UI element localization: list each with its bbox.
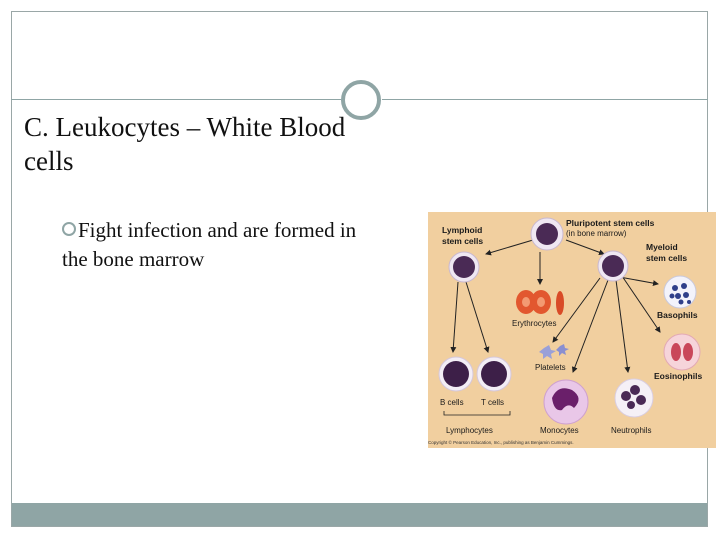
monocyte-cell	[543, 379, 589, 425]
label-pluripotent-sub: (in bone marrow)	[566, 229, 627, 238]
basophil-cell	[663, 275, 697, 309]
pluripotent-stem-cell	[530, 217, 564, 251]
label-t-cells: T cells	[481, 398, 504, 407]
label-b-cells: B cells	[440, 398, 464, 407]
title-divider-right	[382, 99, 708, 100]
eosinophil-cell	[663, 333, 701, 371]
platelet-cells	[539, 344, 569, 359]
slide-title-line-2: cells	[24, 146, 74, 176]
slide-title: C. Leukocytes – White Blood cells	[24, 110, 394, 178]
lineage-svg: Pluripotent stem cells (in bone marrow) …	[438, 217, 702, 435]
label-basophils: Basophils	[657, 310, 698, 320]
lymphoid-stem-cell	[448, 251, 480, 283]
label-myeloid-1: Myeloid	[646, 242, 678, 252]
t-cell	[476, 356, 512, 392]
label-pluripotent: Pluripotent stem cells	[566, 218, 655, 228]
leukocyte-lineage-diagram: Pluripotent stem cells (in bone marrow) …	[428, 212, 716, 448]
label-lymphocytes: Lymphocytes	[446, 426, 493, 435]
label-lymphoid-2: stem cells	[442, 236, 483, 246]
image-credit: Copyright © Pearson Education, Inc., pub…	[428, 440, 574, 445]
label-monocytes: Monocytes	[540, 426, 579, 435]
bullet-text: Fight infection and are formed in the bo…	[62, 218, 357, 271]
erythrocyte-cells	[516, 290, 564, 315]
myeloid-stem-cell	[597, 250, 629, 282]
slide-title-line-1: C. Leukocytes – White Blood	[24, 112, 346, 142]
title-divider-left	[11, 99, 341, 100]
label-erythrocytes: Erythrocytes	[512, 319, 556, 328]
lineage-arrows	[450, 239, 661, 373]
bullet-item: Fight infection and are formed in the bo…	[62, 216, 382, 274]
footer-bar	[12, 503, 707, 526]
label-lymphoid-1: Lymphoid	[442, 225, 482, 235]
circle-bullet-icon	[62, 222, 76, 236]
label-platelets: Platelets	[535, 363, 566, 372]
neutrophil-cell	[614, 378, 654, 418]
label-eosinophils: Eosinophils	[654, 371, 702, 381]
label-neutrophils: Neutrophils	[611, 426, 651, 435]
b-cell	[438, 356, 474, 392]
label-myeloid-2: stem cells	[646, 253, 687, 263]
title-ring-ornament	[341, 80, 381, 120]
